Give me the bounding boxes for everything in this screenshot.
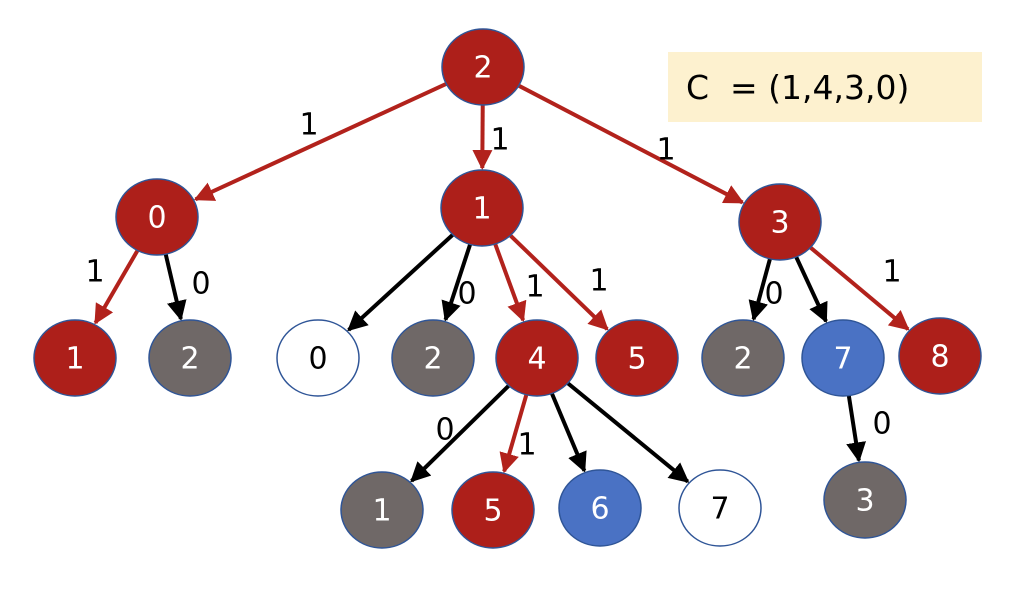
edge-root-a0 xyxy=(193,80,451,202)
node-c73: 3 xyxy=(823,461,907,539)
edge-label-b14-c41: 0 xyxy=(435,413,454,448)
node-b38: 8 xyxy=(898,317,982,395)
edge-a3-b37 xyxy=(792,252,828,324)
node-circle-root xyxy=(441,28,525,106)
node-circle-b01 xyxy=(33,319,117,397)
node-label-b12: 2 xyxy=(423,342,442,377)
node-circle-b02 xyxy=(148,319,232,397)
node-b15: 5 xyxy=(595,319,679,397)
edge-label-a0-b02: 0 xyxy=(191,267,210,302)
node-circle-a0 xyxy=(115,178,199,256)
edge-label-a3-b32: 0 xyxy=(764,277,783,312)
node-b12: 2 xyxy=(391,319,475,397)
node-a3: 3 xyxy=(738,183,822,261)
node-label-c73: 3 xyxy=(855,484,874,519)
edge-label-b14-c45: 1 xyxy=(517,428,536,463)
node-circle-c46 xyxy=(558,469,642,547)
edge-a1-b15 xyxy=(506,231,609,331)
edge-b14-c46 xyxy=(548,388,587,473)
node-label-b02: 2 xyxy=(180,342,199,377)
edge-label-root-a0: 1 xyxy=(299,108,318,143)
node-b14: 4 xyxy=(495,319,579,397)
edge-label-a0-b01: 1 xyxy=(85,255,104,290)
node-root: 2 xyxy=(441,28,525,106)
edge-b14-c47 xyxy=(563,379,690,484)
node-b02: 2 xyxy=(148,319,232,397)
edge-a1-b10 xyxy=(347,230,458,332)
node-label-a1: 1 xyxy=(472,192,491,227)
node-circle-b32 xyxy=(701,319,785,397)
edge-label-b37-c73: 0 xyxy=(872,407,891,442)
node-circle-c47 xyxy=(678,469,762,547)
edge-label-root-a3: 1 xyxy=(656,133,675,168)
node-label-b38: 8 xyxy=(930,340,949,375)
node-b37: 7 xyxy=(801,319,885,397)
node-label-a0: 0 xyxy=(147,201,166,236)
node-label-root: 2 xyxy=(473,51,492,86)
edge-a0-b01 xyxy=(93,245,142,325)
node-label-b15: 5 xyxy=(627,342,646,377)
edge-label-a1-b15: 1 xyxy=(589,264,608,299)
edge-a1-b14 xyxy=(491,239,527,323)
node-c47: 7 xyxy=(678,469,762,547)
node-label-b32: 2 xyxy=(733,342,752,377)
node-circle-b37 xyxy=(801,319,885,397)
node-circle-c73 xyxy=(823,461,907,539)
node-label-b14: 4 xyxy=(527,342,546,377)
node-circle-b10 xyxy=(276,319,360,397)
edge-label-a3-b38: 1 xyxy=(882,255,901,290)
edges-layer xyxy=(93,80,910,484)
node-c41: 1 xyxy=(340,471,424,549)
node-label-c41: 1 xyxy=(372,494,391,529)
node-c46: 6 xyxy=(558,469,642,547)
edge-b37-c73 xyxy=(846,391,866,463)
node-circle-a3 xyxy=(738,183,822,261)
edge-label-a1-b14: 1 xyxy=(525,270,544,305)
edge-a0-b02 xyxy=(162,249,187,321)
edge-a1-b12 xyxy=(441,239,474,322)
edge-label-a1-b12: 0 xyxy=(457,277,476,312)
node-label-c47: 7 xyxy=(710,492,729,527)
node-label-c45: 5 xyxy=(483,494,502,529)
edge-label-root-a1: 1 xyxy=(490,123,509,158)
node-a0: 0 xyxy=(115,178,199,256)
node-b32: 2 xyxy=(701,319,785,397)
node-label-b01: 1 xyxy=(65,342,84,377)
node-label-a3: 3 xyxy=(770,206,789,241)
node-label-c46: 6 xyxy=(590,492,609,527)
node-circle-b14 xyxy=(495,319,579,397)
edge-a3-b32 xyxy=(748,254,773,322)
node-b10: 0 xyxy=(276,319,360,397)
node-circle-c41 xyxy=(340,471,424,549)
node-a1: 1 xyxy=(440,169,524,247)
edge-b14-c45 xyxy=(499,390,530,474)
node-circle-a1 xyxy=(440,169,524,247)
edge-b14-c41 xyxy=(410,381,514,483)
formula-box: C = (1,4,3,0) xyxy=(668,52,982,122)
node-c45: 5 xyxy=(451,471,535,549)
node-circle-b12 xyxy=(391,319,475,397)
node-label-b10: 0 xyxy=(308,342,327,377)
node-circle-c45 xyxy=(451,471,535,549)
formula-text: C = (1,4,3,0) xyxy=(686,67,910,107)
node-label-b37: 7 xyxy=(833,342,852,377)
node-circle-b38 xyxy=(898,317,982,395)
node-b01: 1 xyxy=(33,319,117,397)
edge-a3-b38 xyxy=(806,243,910,331)
node-circle-b15 xyxy=(595,319,679,397)
edge-root-a3 xyxy=(514,82,745,205)
